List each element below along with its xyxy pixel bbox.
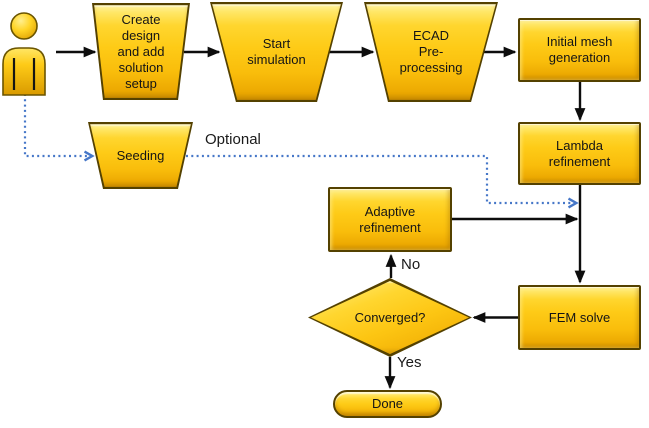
- node-fem-solve: FEM solve: [518, 285, 641, 350]
- edge-seeding-to-lambda-optional: [186, 154, 574, 203]
- node-lambda-refinement-label: Lambda refinement: [548, 137, 611, 169]
- node-seeding-fill: [90, 124, 191, 187]
- node-initial-mesh-generation-label: Initial mesh generation: [546, 34, 613, 65]
- node-initial-mesh-generation: Initial mesh generation: [518, 18, 641, 82]
- edge-person-to-seeding-optional: [23, 94, 90, 156]
- node-converged-decision: Converged?: [308, 278, 472, 357]
- no-label: No: [401, 256, 421, 273]
- node-start-simulation: Start simulation: [210, 2, 343, 102]
- yes-label: Yes: [397, 354, 422, 371]
- node-create-design-label: Create design and add solution setup: [117, 11, 165, 91]
- node-ecad-preprocessing: ECAD Pre- processing: [364, 2, 498, 102]
- node-seeding: Seeding: [88, 122, 193, 189]
- node-seeding-label: Seeding: [116, 147, 165, 163]
- node-ecad-preprocessing-label: ECAD Pre- processing: [399, 28, 463, 75]
- node-start-simulation-fill: [212, 4, 341, 100]
- node-adaptive-refinement: Adaptive refinement: [328, 187, 452, 252]
- node-fem-solve-label: FEM solve: [548, 309, 611, 325]
- node-done-label: Done: [371, 396, 404, 411]
- node-converged-label: Converged?: [354, 309, 426, 325]
- node-start-simulation-label: Start simulation: [247, 36, 306, 67]
- node-adaptive-refinement-label: Adaptive refinement: [359, 203, 421, 235]
- node-create-design: Create design and add solution setup: [92, 3, 190, 100]
- person-icon: [2, 12, 46, 96]
- node-lambda-refinement: Lambda refinement: [518, 122, 641, 185]
- node-done: Done: [333, 390, 442, 418]
- node-create-design-fill: [94, 5, 188, 98]
- optional-label: Optional: [205, 131, 261, 148]
